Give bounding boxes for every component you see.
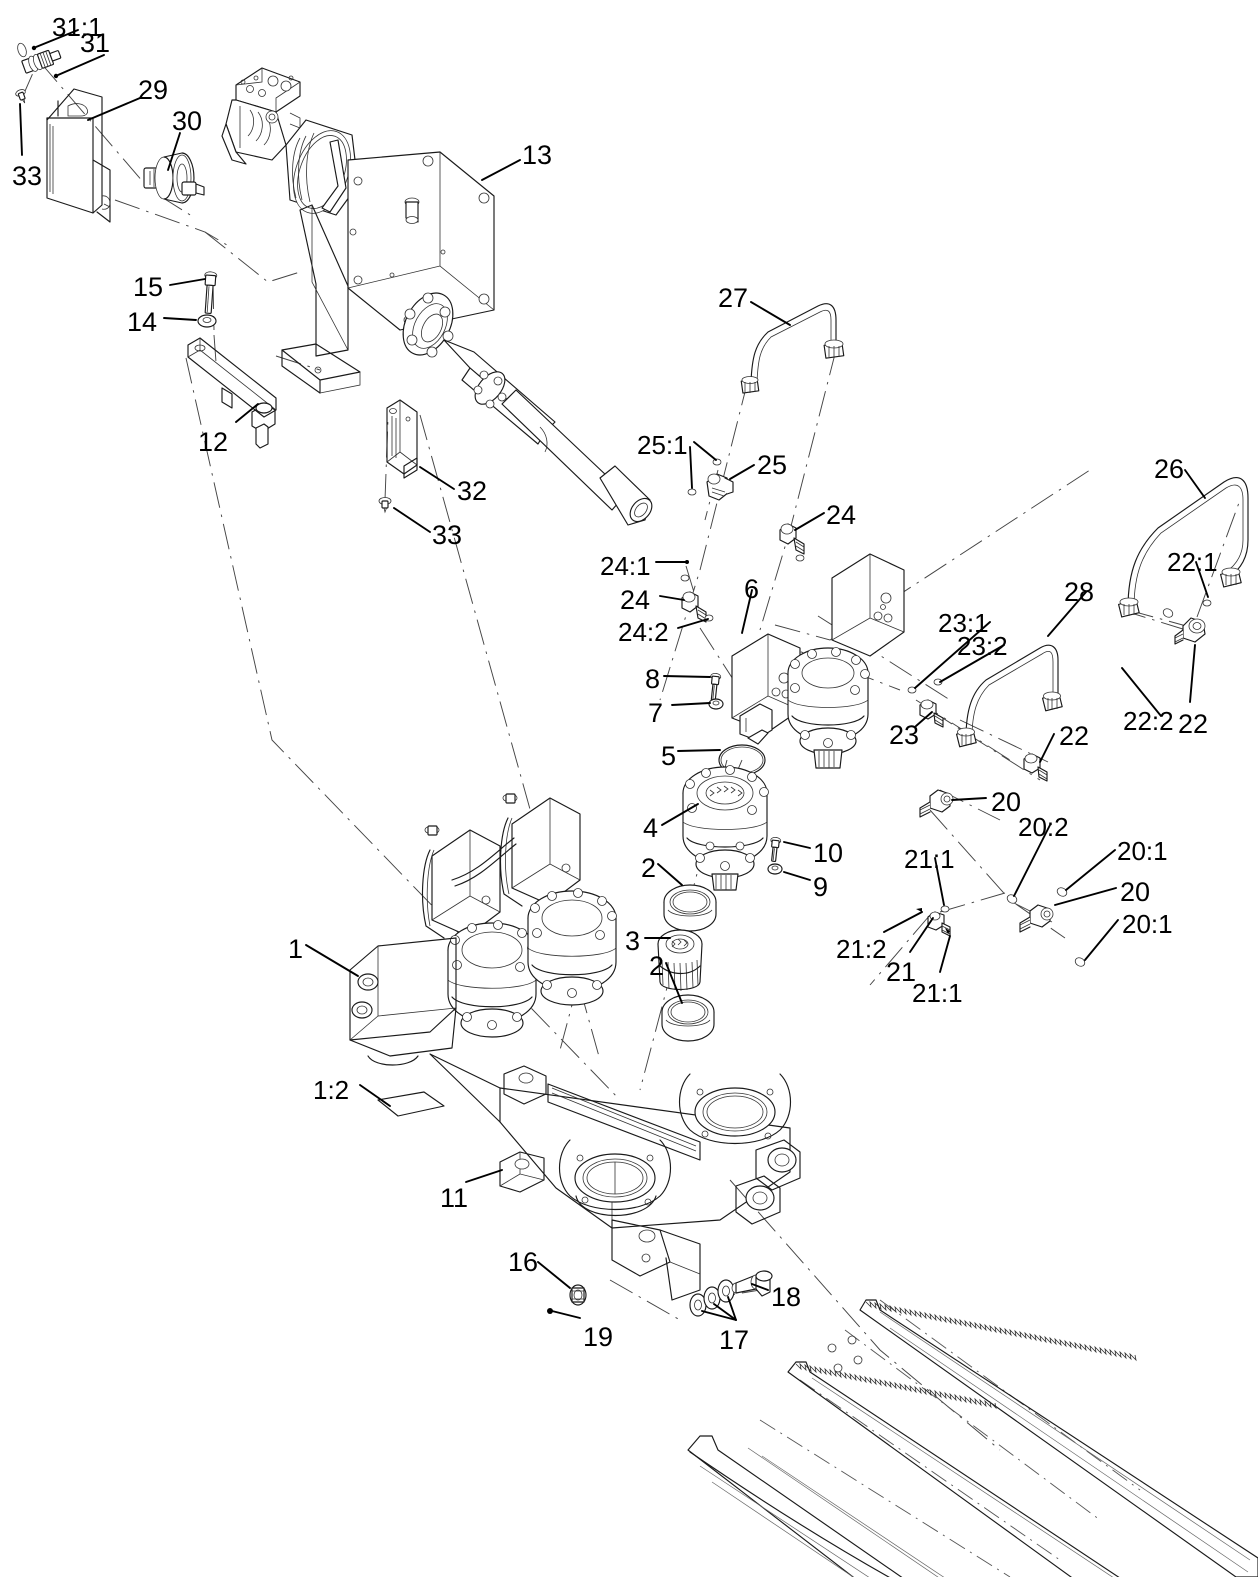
- callout-17: 17: [719, 1325, 750, 1355]
- part-21-fitting: [916, 905, 951, 937]
- part-14-washer: [197, 314, 217, 328]
- part-11-mount-block: [499, 1151, 545, 1193]
- part-4-gear-drive-housing-main: [682, 765, 769, 891]
- part-15-shoulder-bolt: [204, 271, 218, 314]
- part-27-hydraulic-tube: [740, 303, 845, 394]
- callout-22: 22: [1178, 709, 1209, 739]
- callout-32: 32: [457, 476, 488, 506]
- callout-9: 9: [813, 872, 829, 902]
- part-32-guard-bracket: [386, 399, 418, 479]
- part-19-pin: [547, 1308, 553, 1314]
- part-31-fitting-assembly: [17, 42, 62, 74]
- callout-21: 21: [886, 957, 917, 987]
- part-29-mounting-bracket: [46, 88, 111, 223]
- main-frame-chassis: [429, 1053, 801, 1301]
- callout-4: 4: [643, 813, 659, 843]
- part-18-shoulder-bolt: [731, 1270, 773, 1297]
- callout-10: 10: [813, 838, 844, 868]
- callout-20-1: 20:1: [1117, 836, 1168, 866]
- callout-12: 12: [198, 427, 229, 457]
- callout-7: 7: [648, 698, 664, 728]
- part-26-hydraulic-tube: [1117, 477, 1249, 618]
- callout-5: 5: [661, 741, 677, 771]
- callout-23: 23: [889, 720, 920, 750]
- callout-23-2: 23:2: [957, 631, 1008, 661]
- part-33-screw-upper: [15, 89, 26, 104]
- callout-22: 22: [1059, 721, 1090, 751]
- leader-lines: [19, 29, 1209, 1321]
- callout-2: 2: [649, 951, 665, 981]
- callout-24: 24: [826, 500, 857, 530]
- callout-20: 20: [1120, 877, 1151, 907]
- callout-20-2: 20:2: [1018, 812, 1069, 842]
- callout-25: 25: [757, 450, 788, 480]
- part-25-tee-fitting: [687, 458, 734, 501]
- part-8-hex-bolt: [710, 672, 722, 701]
- part-7-lock-washer: [708, 698, 724, 710]
- callout-6: 6: [744, 574, 760, 604]
- callout-22-1: 22:1: [1167, 547, 1218, 577]
- callout-1: 1: [288, 934, 304, 964]
- part-23-elbow-fitting: [907, 678, 944, 728]
- callout-3: 3: [625, 926, 641, 956]
- part-17-washer-set: [689, 1279, 735, 1317]
- callout-28: 28: [1064, 577, 1095, 607]
- part-3-splined-coupler: [657, 929, 703, 992]
- callout-31: 31: [80, 28, 111, 58]
- part-2-bearing-upper: [663, 884, 717, 932]
- callout-29: 29: [138, 75, 169, 105]
- callout-20: 20: [991, 787, 1022, 817]
- part-2-bearing-lower: [661, 994, 715, 1042]
- callout-19: 19: [583, 1322, 614, 1352]
- part-24-elbow-fitting-upper: [779, 523, 805, 562]
- callout-27: 27: [718, 283, 749, 313]
- callout-20-1: 20:1: [1122, 909, 1173, 939]
- callout-8: 8: [645, 664, 661, 694]
- callout-11: 11: [440, 1183, 469, 1213]
- callout-16: 16: [508, 1247, 539, 1277]
- callout-24: 24: [620, 585, 651, 615]
- callout-1-2: 1:2: [313, 1075, 350, 1105]
- callout-13: 13: [522, 140, 553, 170]
- callout-24-2: 24:2: [618, 617, 669, 647]
- part-13-gearbox-and-pump: [221, 67, 653, 526]
- callout-21-2: 21:2: [836, 934, 887, 964]
- part-9-flat-washer: [767, 863, 783, 875]
- part-10-hex-bolt: [770, 836, 782, 862]
- callout-18: 18: [771, 1282, 802, 1312]
- callout-2: 2: [641, 853, 657, 883]
- part-30-hydraulic-filter: [143, 152, 205, 204]
- part-22-elbow-fitting-upper: [1162, 599, 1212, 645]
- callout-22-2: 22:2: [1123, 706, 1174, 736]
- part-28-hydraulic-tube: [955, 644, 1063, 748]
- callout-33: 33: [432, 520, 463, 550]
- part-20-tee-fitting-lower: [1006, 887, 1086, 967]
- callout-25-1: 25:1: [637, 430, 688, 460]
- callout-21-1: 21:1: [904, 844, 955, 874]
- part-24-elbow-fitting-lower: [680, 574, 714, 623]
- callout-33: 33: [12, 161, 43, 191]
- callout-30: 30: [172, 106, 203, 136]
- part-16-flange-nut: [569, 1284, 587, 1306]
- part-12-support-bar: [187, 337, 277, 449]
- callout-21-1: 21:1: [912, 978, 963, 1008]
- part-1-cutter-head-assembly: [349, 793, 617, 1066]
- part-4-gear-drive-housing-right: [787, 647, 870, 769]
- part-1-2-decal: [377, 1091, 445, 1117]
- part-20-tee-fitting-upper: [919, 789, 954, 818]
- callout-26: 26: [1154, 454, 1185, 484]
- part-33-screw-lower: [378, 497, 392, 514]
- part-22-elbow-fitting-lower: [1023, 753, 1048, 782]
- callout-31-1: 31:1: [52, 12, 103, 42]
- callout-14: 14: [127, 307, 158, 337]
- callout-24-1: 24:1: [600, 551, 651, 581]
- part-6-hydraulic-motor-left: [731, 633, 801, 745]
- callout-23-1: 23:1: [938, 608, 989, 638]
- sickle-bar-cutter-deck: [687, 1299, 1258, 1577]
- callout-15: 15: [133, 272, 164, 302]
- part-6-hydraulic-motor-right: [831, 553, 905, 657]
